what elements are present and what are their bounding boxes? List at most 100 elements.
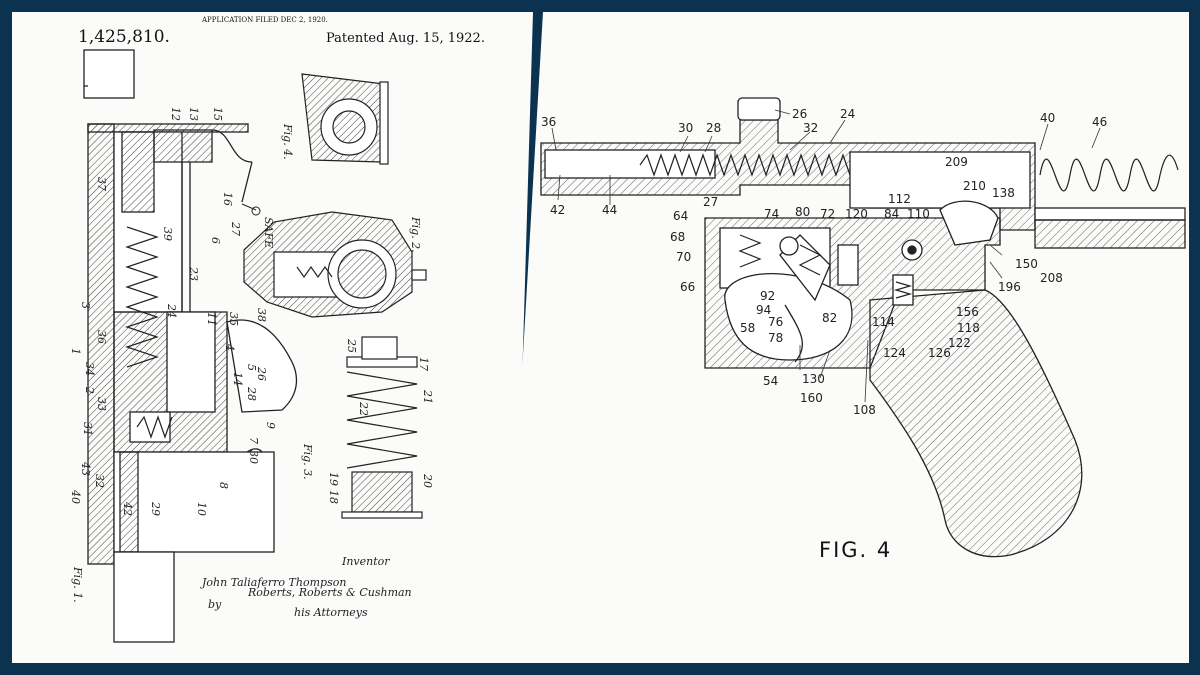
part-number: 9 — [264, 422, 277, 429]
patented-date: Patented Aug. 15, 1922. — [326, 31, 485, 46]
inventor-block: Inventor John Taliaferro Thompson by Rob… — [200, 555, 412, 619]
callout-label: 120 — [845, 207, 868, 221]
callout-label: 70 — [676, 250, 691, 264]
patent-number: 1,425,810. — [78, 27, 170, 47]
callout-label: 126 — [928, 346, 951, 360]
receiver-assembly — [540, 97, 1186, 558]
part-number: 18 — [327, 490, 340, 504]
callout-label: 26 — [792, 107, 807, 121]
part-number: 26 — [255, 366, 268, 381]
inventor-name: John Taliaferro Thompson — [200, 576, 346, 589]
part-number: 28 — [245, 386, 258, 401]
callout-label: 130 — [802, 372, 825, 386]
callout-label: 66 — [680, 280, 695, 294]
part-number: 20 — [421, 473, 434, 488]
part-number: 24 — [165, 303, 178, 318]
callout-label: 108 — [853, 403, 876, 417]
callout-label: 72 — [820, 207, 835, 221]
part-number: 31 — [81, 422, 94, 436]
fig1-label: Fig. 1. — [71, 566, 84, 603]
callout-label: 124 — [883, 346, 906, 360]
part-number: 8 — [217, 482, 230, 489]
callout-label: 44 — [602, 203, 617, 217]
part-number: 39 — [161, 227, 174, 241]
part-number: 21 — [421, 389, 434, 404]
part-number: 1 — [69, 348, 82, 355]
part-number: 10 — [195, 502, 208, 516]
safe-lever — [241, 203, 257, 211]
part-number: 34 — [83, 362, 96, 376]
attorneys-label: his Attorneys — [294, 606, 368, 619]
fig2-label: Fig. 2. — [409, 216, 422, 253]
patent-sheet-panel: 1,425,810. APPLICATION FILED DEC 2, 1920… — [12, 12, 533, 663]
callout-label: 160 — [800, 391, 823, 405]
leader-lines — [551, 109, 1101, 403]
callout-label: 138 — [992, 186, 1015, 200]
callout-label: 80 — [795, 205, 810, 219]
callout-label: 42 — [550, 203, 565, 217]
part-number: 3 — [79, 302, 92, 309]
callout-label: 78 — [768, 331, 783, 345]
part-number: 35 — [227, 312, 240, 326]
callout-label: 92 — [760, 289, 775, 303]
fig4-label: Fig. 4. — [281, 123, 294, 160]
part-number: 12 — [169, 107, 182, 121]
part-number: 7 — [247, 437, 260, 444]
part-number: 32 — [93, 474, 106, 488]
callout-label: 27 — [703, 195, 718, 209]
callout-label: 210 — [963, 179, 986, 193]
application-filed: APPLICATION FILED DEC 2, 1920. — [201, 16, 328, 24]
part-number: 30 — [247, 450, 260, 464]
callout-label: 68 — [670, 230, 685, 244]
callout-label: 30 — [678, 121, 693, 135]
part-number: 23 — [187, 266, 200, 281]
callout-label: 54 — [763, 374, 778, 388]
fig1-springs — [125, 226, 173, 439]
part-number: 29 — [149, 501, 162, 516]
callout-label: 32 — [803, 121, 818, 135]
part-number: 36 — [95, 330, 108, 344]
safe-pin — [251, 206, 261, 216]
callout-label: 118 — [957, 321, 980, 335]
part-callouts: 36 30 28 26 32 24 40 46 209 210 138 42 4… — [541, 107, 1107, 417]
callout-label: 74 — [764, 207, 779, 221]
fig1-section-view — [83, 49, 298, 643]
callout-label: 64 — [673, 209, 688, 223]
part-number: 11 — [205, 312, 218, 326]
fig4-small-section — [301, 73, 389, 165]
callout-label: 28 — [706, 121, 721, 135]
part-number: 14 — [231, 372, 244, 386]
part-number: 6 — [209, 237, 222, 244]
callout-label: 58 — [740, 321, 755, 335]
by-label: by — [208, 598, 222, 611]
callout-label: 114 — [872, 315, 895, 329]
callout-label: 46 — [1092, 115, 1107, 129]
part-number: 2 — [83, 386, 96, 394]
figure-title: FIG. 4 — [819, 538, 892, 562]
part-number: 13 — [187, 107, 200, 121]
part-number: 5 — [245, 364, 258, 371]
part-number: 33 — [95, 397, 108, 411]
callout-label: 122 — [948, 336, 971, 350]
part-number: 40 — [69, 489, 82, 504]
callout-label: 150 — [1015, 257, 1038, 271]
part-number-labels: 12 13 15 16 37 39 6 23 27 3 24 11 35 4 1… — [69, 107, 434, 516]
part-number: 4 — [223, 343, 236, 351]
callout-label: 94 — [756, 303, 771, 317]
part-number: 17 — [417, 357, 430, 371]
callout-label: 76 — [768, 315, 783, 329]
callout-label: 112 — [888, 192, 911, 206]
springs — [639, 153, 1179, 299]
part-number: 15 — [211, 107, 224, 121]
callout-label: 110 — [907, 207, 930, 221]
part-number: 25 — [345, 338, 358, 353]
callout-label: 156 — [956, 305, 979, 319]
fig2-cross-section — [243, 211, 427, 318]
part-number: 42 — [121, 501, 134, 516]
part-number: 22 — [357, 401, 370, 416]
part-number: 27 — [229, 221, 242, 236]
patent-drawing: 1,425,810. APPLICATION FILED DEC 2, 1920… — [69, 16, 485, 643]
part-number: 37 — [95, 177, 108, 191]
